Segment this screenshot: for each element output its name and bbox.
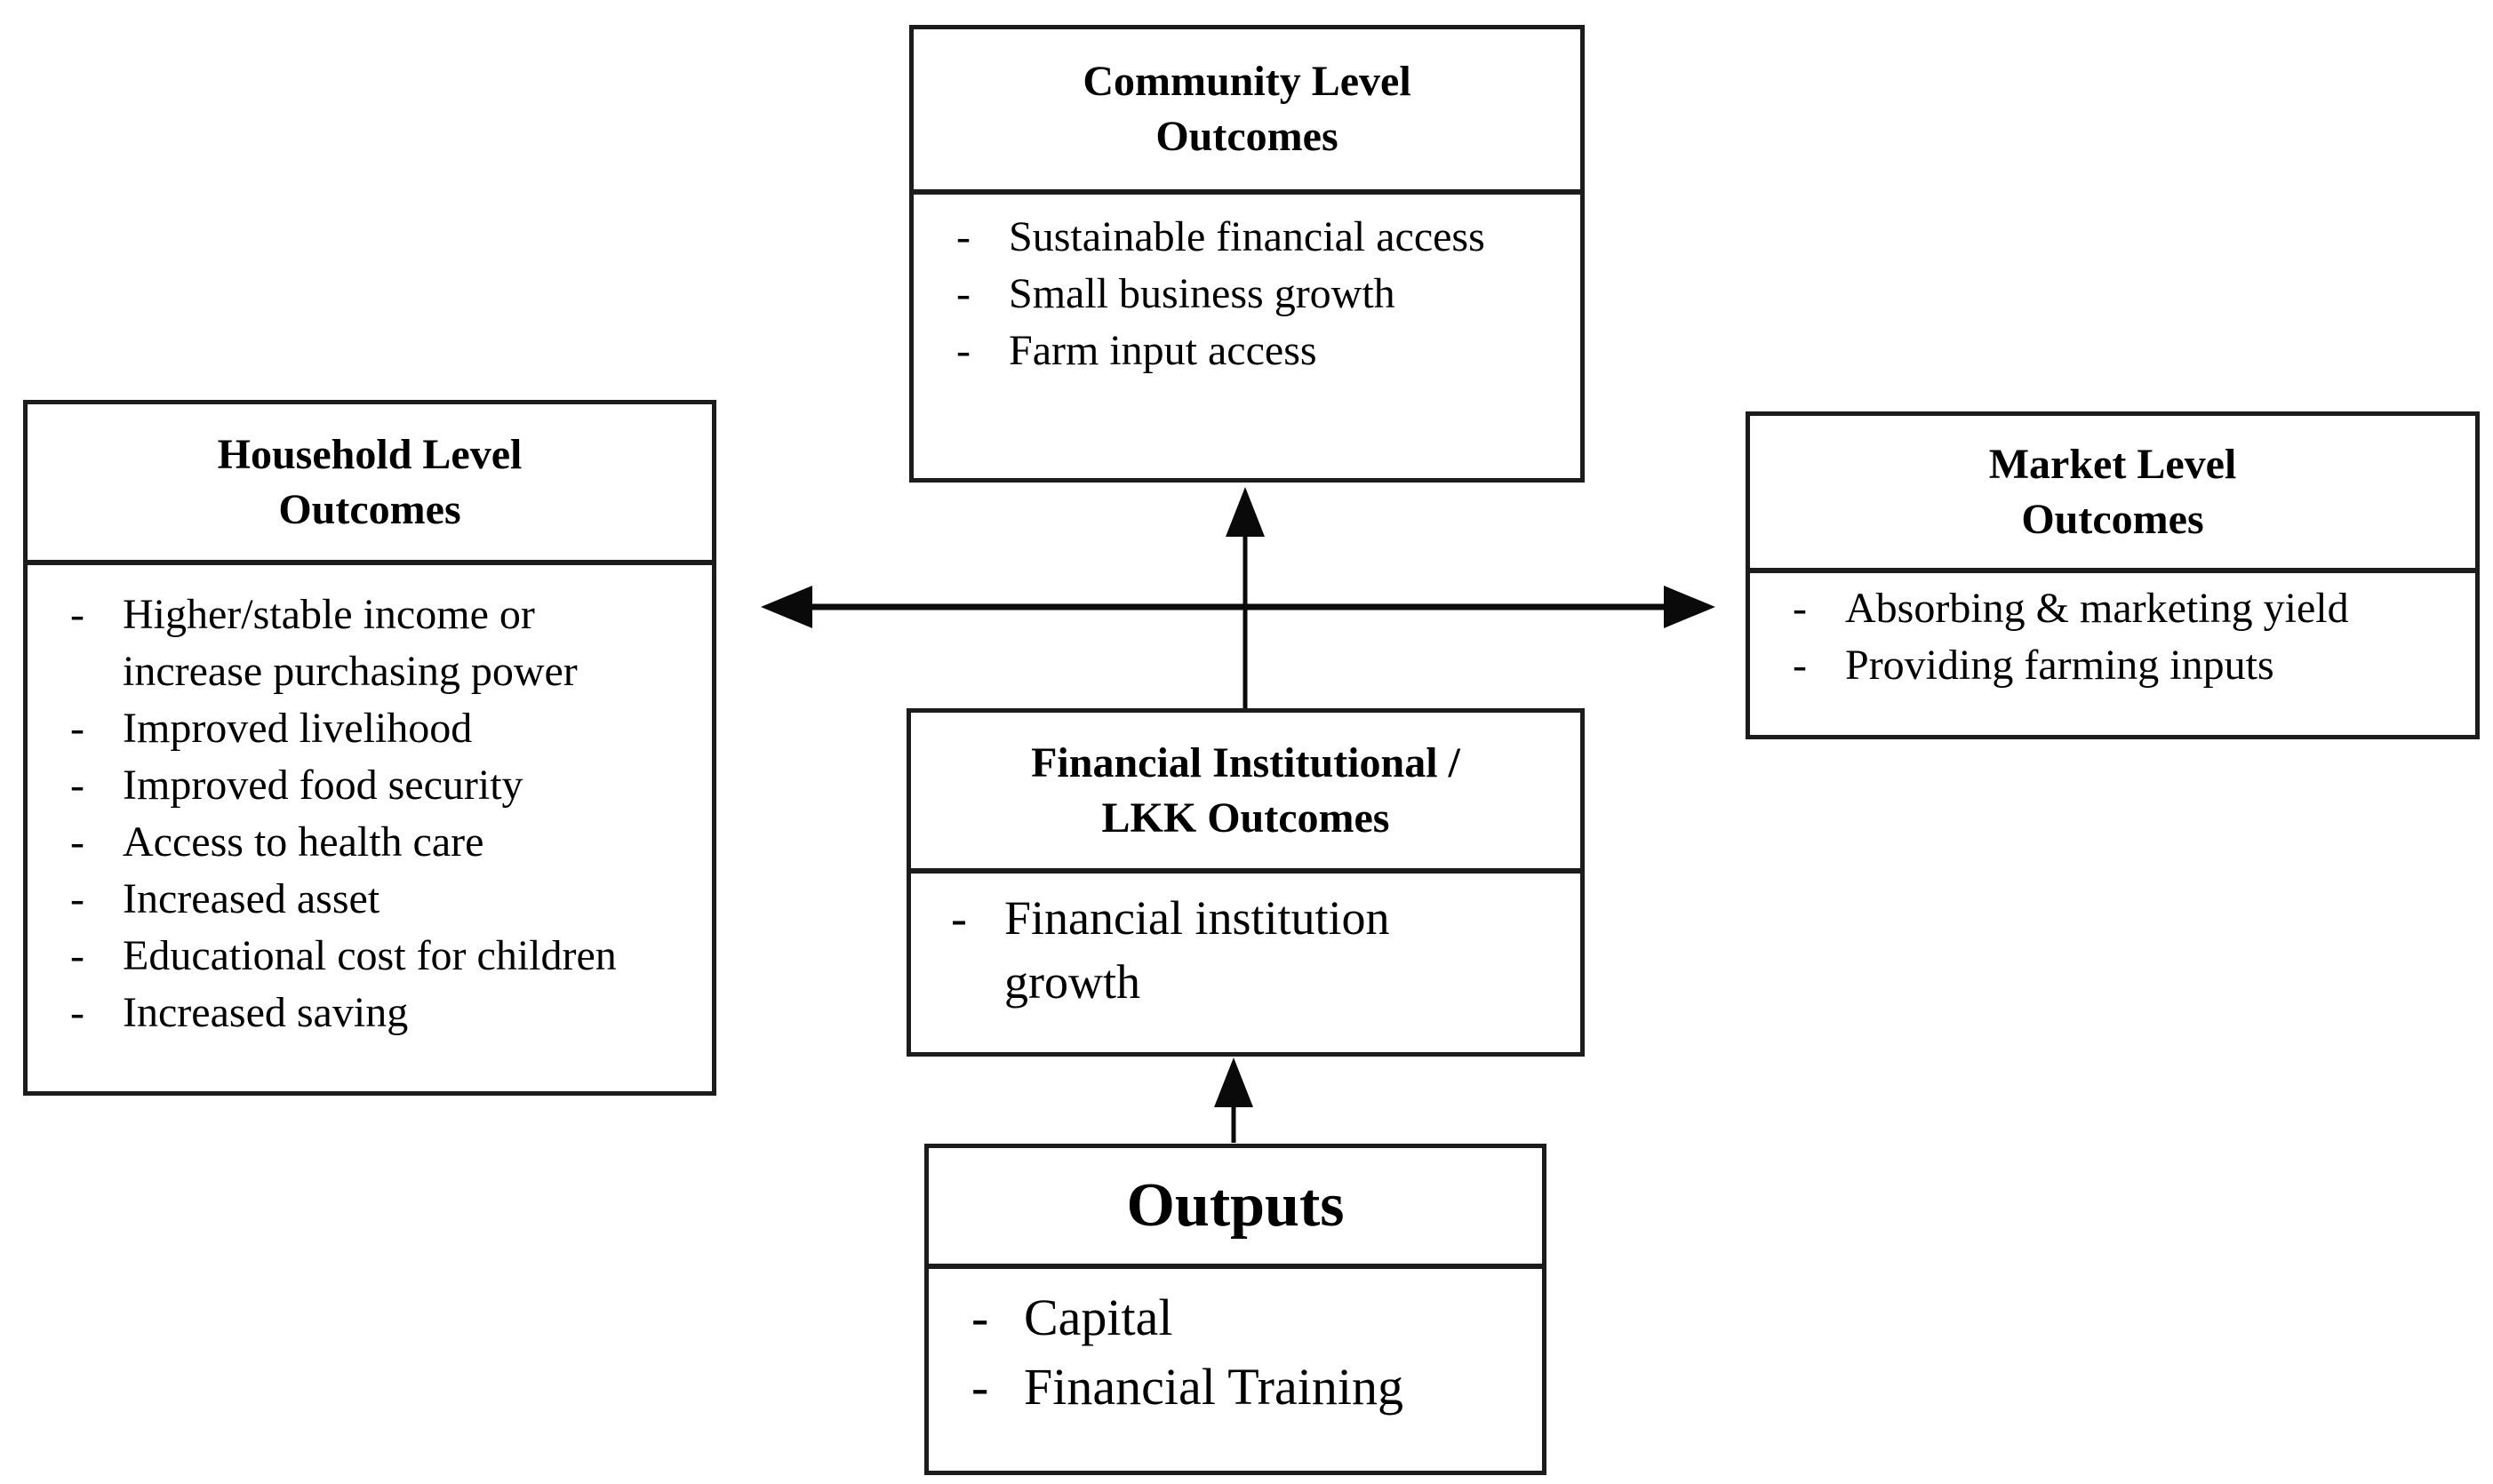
list-item: -Increased saving xyxy=(28,985,712,1041)
arrow-outputs-to-financial xyxy=(1214,1057,1253,1143)
list-item: -Financial Training xyxy=(929,1352,1542,1422)
list-item-text: Increased asset xyxy=(123,875,380,922)
bullet-dash: - xyxy=(956,270,971,317)
bullet-dash: - xyxy=(70,932,84,979)
list-item: -Absorbing & marketing yield xyxy=(1750,580,2475,637)
financial-lkk-outcomes-title: Financial Institutional / LKK Outcomes xyxy=(911,713,1580,874)
outputs-box: Outputs -Capital -Financial Training xyxy=(924,1144,1546,1475)
bullet-dash: - xyxy=(956,213,971,260)
bullet-dash: - xyxy=(70,818,84,866)
list-item: -Sustainable financial access xyxy=(914,209,1580,266)
bullet-dash: - xyxy=(971,1289,989,1346)
bullet-dash: - xyxy=(70,989,84,1036)
community-outcomes-list: -Sustainable financial access -Small bus… xyxy=(914,195,1580,478)
list-item-text: Absorbing & marketing yield xyxy=(1845,585,2349,632)
list-item: -Improved food security xyxy=(28,757,712,814)
list-item: -Financial institution growth xyxy=(911,886,1580,1014)
bullet-dash: - xyxy=(1793,585,1807,632)
bullet-dash: - xyxy=(70,591,84,638)
list-item-text: Sustainable financial access xyxy=(1009,213,1485,260)
list-item-text: Financial Training xyxy=(1024,1358,1403,1416)
list-item: -Improved livelihood xyxy=(28,700,712,757)
list-item-text: Capital xyxy=(1024,1289,1173,1346)
list-item: -Increased asset xyxy=(28,871,712,928)
list-item-text: Educational cost for children xyxy=(123,932,617,979)
list-item: -Higher/stable income or increase purcha… xyxy=(28,586,712,700)
list-item-text: Financial institution growth xyxy=(1004,891,1390,1009)
list-item: -Capital xyxy=(929,1283,1542,1352)
bullet-dash: - xyxy=(70,705,84,752)
arrow-financial-to-community xyxy=(1226,487,1265,708)
market-outcomes-list: -Absorbing & marketing yield -Providing … xyxy=(1750,573,2475,735)
financial-lkk-outcomes-box: Financial Institutional / LKK Outcomes -… xyxy=(907,708,1585,1057)
household-outcomes-box: Household Level Outcomes -Higher/stable … xyxy=(23,400,716,1096)
bullet-dash: - xyxy=(956,327,971,374)
list-item-text: Increased saving xyxy=(123,989,409,1036)
list-item: -Small business growth xyxy=(914,266,1580,323)
list-item: -Access to health care xyxy=(28,814,712,871)
bullet-dash: - xyxy=(1793,642,1807,689)
financial-lkk-outcomes-list: -Financial institution growth xyxy=(911,874,1580,1052)
list-item: -Farm input access xyxy=(914,323,1580,379)
market-outcomes-title: Market Level Outcomes xyxy=(1750,416,2475,573)
outputs-list: -Capital -Financial Training xyxy=(929,1269,1542,1471)
list-item-text: Farm input access xyxy=(1009,327,1317,374)
list-item-text: Higher/stable income or increase purchas… xyxy=(123,591,578,695)
household-outcomes-list: -Higher/stable income or increase purcha… xyxy=(28,565,712,1091)
list-item-text: Access to health care xyxy=(123,818,484,866)
bullet-dash: - xyxy=(70,762,84,809)
bullet-dash: - xyxy=(70,875,84,922)
list-item: -Providing farming inputs xyxy=(1750,637,2475,694)
bullet-dash: - xyxy=(971,1358,989,1416)
community-outcomes-box: Community Level Outcomes -Sustainable fi… xyxy=(909,25,1585,483)
market-outcomes-box: Market Level Outcomes -Absorbing & marke… xyxy=(1746,411,2480,739)
list-item: -Educational cost for children xyxy=(28,928,712,985)
list-item-text: Improved livelihood xyxy=(123,705,473,752)
household-outcomes-title: Household Level Outcomes xyxy=(28,404,712,565)
community-outcomes-title: Community Level Outcomes xyxy=(914,29,1580,195)
outputs-title: Outputs xyxy=(929,1148,1542,1269)
list-item-text: Improved food security xyxy=(123,762,523,809)
list-item-text: Small business growth xyxy=(1009,270,1395,317)
arrow-household-market-bidirectional xyxy=(761,586,1715,628)
list-item-text: Providing farming inputs xyxy=(1845,642,2274,689)
bullet-dash: - xyxy=(951,891,967,945)
